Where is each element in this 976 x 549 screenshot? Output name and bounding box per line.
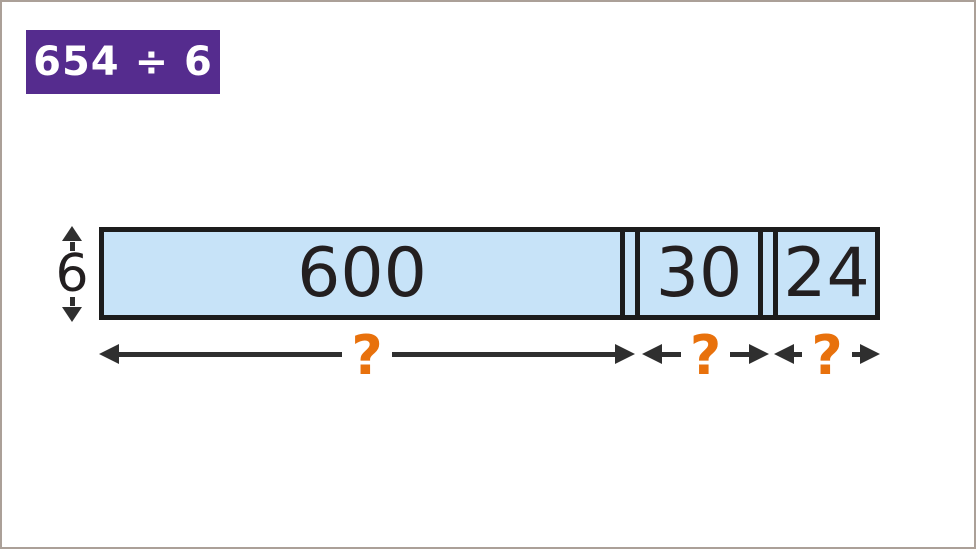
divisor-indicator: 6 <box>51 226 93 322</box>
segment-value: 30 <box>655 233 743 313</box>
bar-model: 600 30 24 <box>99 227 880 320</box>
expression-badge: 654 ÷ 6 <box>26 30 220 94</box>
bar-segment-hundreds: 600 <box>104 232 620 315</box>
arrow-left-icon <box>774 344 794 364</box>
segment-value: 600 <box>297 233 427 313</box>
arrow-left-icon <box>99 344 119 364</box>
measure-span-tens: ? <box>642 329 770 383</box>
arrow-right-icon <box>860 344 881 364</box>
unknown-quotient-label: ? <box>689 324 722 387</box>
segment-divider <box>620 232 640 315</box>
segment-divider <box>758 232 778 315</box>
arrow-left-icon <box>642 344 662 364</box>
expression-label: 654 ÷ 6 <box>33 39 213 85</box>
measure-line <box>391 351 616 357</box>
arrow-right-icon <box>615 344 636 364</box>
arrow-stem <box>69 242 75 252</box>
unknown-quotient-label: ? <box>351 324 383 387</box>
measure-line <box>851 351 861 357</box>
measure-line <box>794 351 803 357</box>
measure-span-hundreds: ? <box>99 329 636 383</box>
measure-line <box>662 351 681 357</box>
arrow-right-icon <box>749 344 770 364</box>
measure-line <box>730 351 750 357</box>
divisor-label: 6 <box>55 243 89 304</box>
arrow-stem <box>69 296 75 306</box>
measure-line <box>119 351 343 357</box>
bar-segment-ones: 24 <box>778 232 875 315</box>
measure-span-ones: ? <box>774 329 881 383</box>
unknown-quotient-label: ? <box>811 324 843 387</box>
arrow-up-icon <box>62 226 82 241</box>
bar-segment-tens: 30 <box>640 232 758 315</box>
arrow-down-icon <box>62 307 82 322</box>
segment-value: 24 <box>783 233 870 313</box>
